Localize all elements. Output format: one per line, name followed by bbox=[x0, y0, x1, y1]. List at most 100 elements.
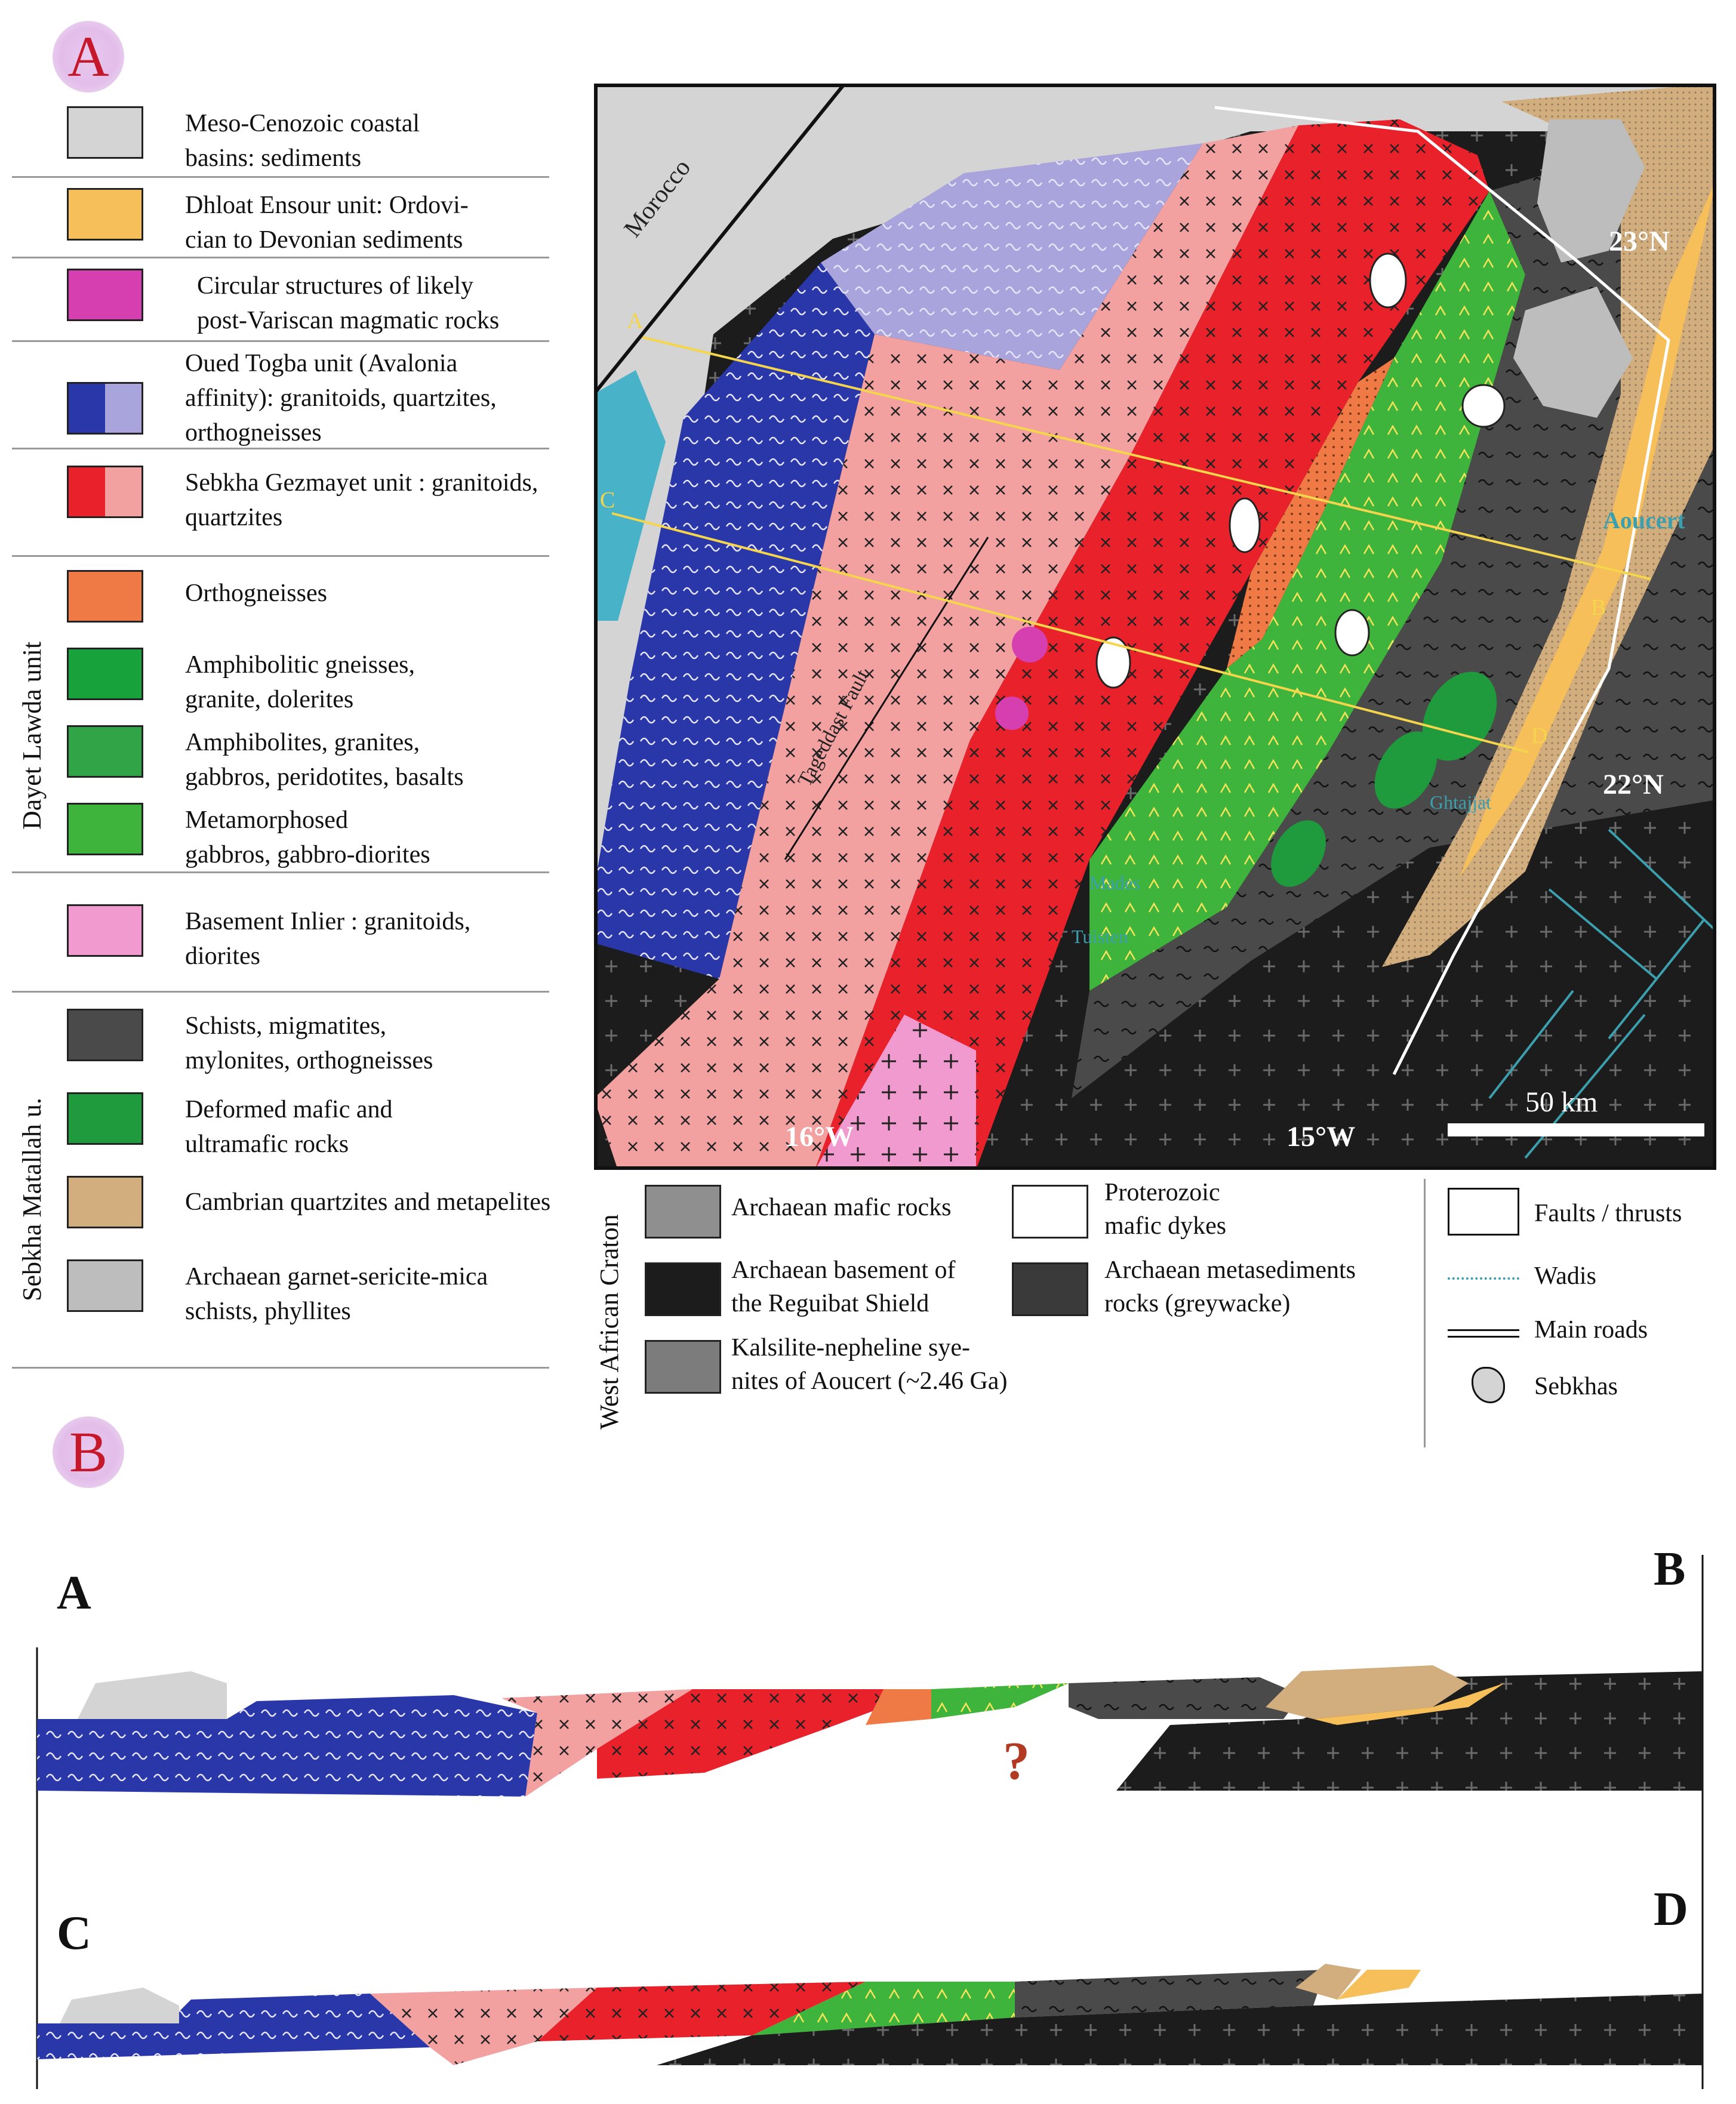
legend: Meso-Cenozoic coastal basins: sediments … bbox=[12, 90, 561, 1373]
coastal-swatch bbox=[67, 106, 143, 159]
legend-text: gabbros, peridotites, basalts bbox=[185, 763, 464, 791]
section-cd-right-label: D bbox=[1654, 1883, 1688, 1936]
togba-swatch bbox=[67, 382, 143, 435]
wac-text: rocks (greywacke) bbox=[1104, 1290, 1291, 1317]
section-cd-left-label: C bbox=[57, 1907, 91, 1960]
section-end-d: D bbox=[1531, 723, 1547, 748]
legend-text: Basement Inlier : granitoids, bbox=[185, 908, 471, 935]
legend-text: Cambrian quartzites and metapelites bbox=[185, 1188, 551, 1216]
archaean-schists-swatch bbox=[67, 1259, 143, 1312]
wac-text: Archaean basement of bbox=[731, 1256, 956, 1284]
latitude-23-label: 23°N bbox=[1609, 226, 1670, 257]
panel-b-badge: B bbox=[53, 1416, 124, 1488]
sebkha-matallah-label: Sebkha Matallah u. bbox=[17, 1098, 47, 1301]
legend-text: Dhloat Ensour unit: Ordovi- bbox=[185, 192, 469, 219]
legend-text: Circular structures of likely bbox=[197, 272, 474, 300]
longitude-16-label: 16°W bbox=[785, 1121, 854, 1153]
faults-symbol bbox=[1448, 1188, 1519, 1236]
legend-text: Metamorphosed bbox=[185, 806, 348, 834]
roads-label: Main roads bbox=[1534, 1316, 1648, 1344]
cambrian-swatch bbox=[67, 1176, 143, 1228]
dayet-lawda-label: Dayet Lawda unit bbox=[17, 641, 47, 830]
sebkhas-label: Sebkhas bbox=[1534, 1373, 1618, 1400]
section-end-b: B bbox=[1591, 595, 1606, 620]
scale-bar-label: 50 km bbox=[1525, 1086, 1598, 1118]
section-ab: A B ? bbox=[37, 1543, 1703, 1797]
place-tuisten: Tuisten bbox=[1072, 926, 1128, 947]
kalsilite-swatch bbox=[645, 1340, 721, 1394]
arch-base-swatch bbox=[645, 1262, 721, 1316]
wac-text: Kalsilite-nepheline sye- bbox=[731, 1334, 971, 1361]
greywacke-swatch bbox=[1012, 1262, 1088, 1316]
legend-separator bbox=[12, 555, 549, 557]
legend-text: cian to Devonian sediments bbox=[185, 226, 463, 254]
legend-text: affinity): granitoids, quartzites, bbox=[185, 384, 497, 412]
legend-text: gabbros, gabbro-diorites bbox=[185, 841, 430, 868]
legend-text: mylonites, orthogneisses bbox=[185, 1047, 433, 1074]
section-ab-left-label: A bbox=[57, 1567, 91, 1619]
legend-text: ultramafic rocks bbox=[185, 1130, 349, 1158]
wadis-symbol bbox=[1448, 1277, 1519, 1280]
legend-text: granite, dolerites bbox=[185, 686, 354, 713]
panel-a-badge: A bbox=[53, 21, 124, 93]
place-aoucert: Aoucert bbox=[1603, 507, 1685, 534]
faults-label: Faults / thrusts bbox=[1534, 1200, 1682, 1227]
craton-label: West African Craton bbox=[595, 1214, 624, 1430]
legend-text: Orthogneisses bbox=[185, 580, 327, 607]
orthogneiss-swatch bbox=[67, 570, 143, 623]
latitude-22-label: 22°N bbox=[1603, 769, 1664, 800]
amphibolites-swatch bbox=[67, 725, 143, 778]
basement-swatch bbox=[67, 904, 143, 957]
place-ghtajjat: Ghtajjat bbox=[1430, 791, 1491, 813]
wac-text: Archaean metasediments bbox=[1104, 1256, 1356, 1284]
legend-text: quartzites bbox=[185, 504, 283, 531]
cross-sections: A B ? C D bbox=[0, 1528, 1736, 2101]
legend-separator bbox=[12, 340, 549, 342]
wac-text: mafic dykes bbox=[1104, 1212, 1227, 1240]
legend-text: Amphibolites, granites, bbox=[185, 729, 420, 756]
symbol-divider bbox=[1424, 1179, 1426, 1447]
legend-separator bbox=[12, 448, 549, 449]
legend-separator bbox=[12, 991, 549, 993]
legend-text: Amphibolitic gneisses, bbox=[185, 651, 415, 679]
geological-map: Morocco Tageddast Fault 23°N 22°N 16°W 1… bbox=[592, 82, 1717, 1170]
legend-text: basins: sediments bbox=[185, 144, 362, 172]
schists-swatch bbox=[67, 1009, 143, 1061]
sebkha-symbol bbox=[1472, 1367, 1505, 1403]
section-end-c: C bbox=[600, 488, 615, 513]
wadis-label: Wadis bbox=[1534, 1262, 1596, 1290]
section-ab-right-label: B bbox=[1654, 1543, 1685, 1595]
legend-text: Schists, migmatites, bbox=[185, 1012, 387, 1040]
legend-text: schists, phyllites bbox=[185, 1298, 351, 1325]
legend-text: diorites bbox=[185, 942, 260, 970]
legend-text: orthogneisses bbox=[185, 419, 322, 446]
legend-separator bbox=[12, 176, 549, 178]
legend-separator bbox=[12, 1367, 549, 1369]
legend-text: Meso-Cenozoic coastal bbox=[185, 110, 420, 137]
legend-text: Archaean garnet-sericite-mica bbox=[185, 1263, 488, 1290]
section-ab-question: ? bbox=[1003, 1732, 1030, 1791]
longitude-15-label: 15°W bbox=[1286, 1121, 1355, 1153]
legend-separator bbox=[12, 257, 549, 258]
roads-symbol bbox=[1448, 1329, 1519, 1338]
wac-text: Proterozoic bbox=[1104, 1179, 1220, 1206]
legend-text: Oued Togba unit (Avalonia bbox=[185, 350, 458, 377]
legend-separator bbox=[12, 871, 549, 873]
dhloat-swatch bbox=[67, 188, 143, 241]
wac-text: Archaean mafic rocks bbox=[731, 1194, 952, 1221]
legend-text: Deformed mafic and bbox=[185, 1096, 393, 1123]
metagabbro-swatch bbox=[67, 803, 143, 855]
amphgneiss-swatch bbox=[67, 648, 143, 700]
dykes-swatch bbox=[1012, 1185, 1088, 1239]
section-end-a: A bbox=[627, 309, 644, 334]
legend-text: post-Variscan magmatic rocks bbox=[197, 307, 500, 334]
arch-mafic-swatch bbox=[645, 1185, 721, 1239]
wac-text: nites of Aoucert (~2.46 Ga) bbox=[731, 1367, 1008, 1395]
craton-legend: West African Craton Archaean mafic rocks… bbox=[594, 1179, 1716, 1453]
place-mades: Mades bbox=[1089, 872, 1140, 894]
gezmayet-swatch bbox=[67, 466, 143, 518]
legend-text: Sebkha Gezmayet unit : granitoids, bbox=[185, 469, 538, 497]
mafic-swatch bbox=[67, 1092, 143, 1145]
wac-text: the Reguibat Shield bbox=[731, 1290, 929, 1317]
circular-swatch bbox=[67, 269, 143, 321]
